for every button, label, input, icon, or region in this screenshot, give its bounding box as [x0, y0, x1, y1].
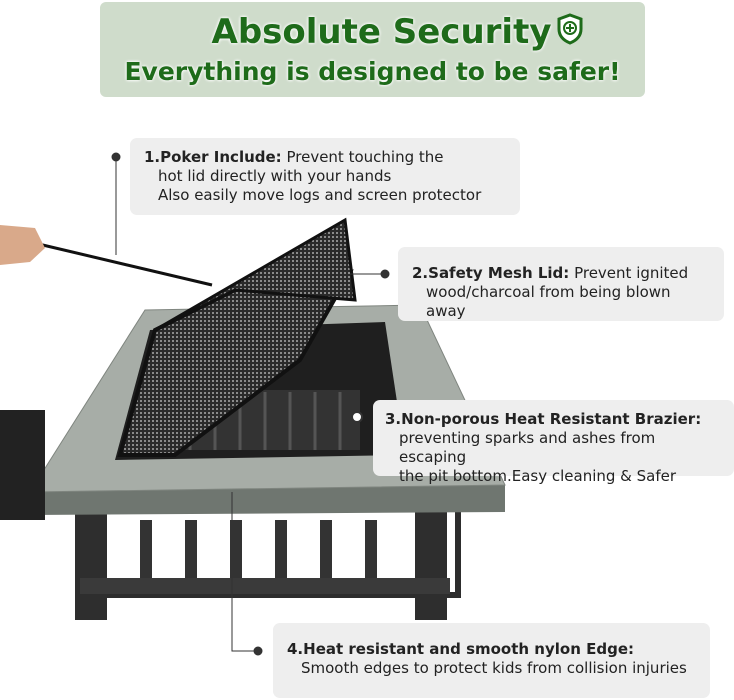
- callout-title: 1.Poker Include:: [144, 148, 282, 166]
- header-subtitle: Everything is designed to be safer!: [124, 57, 621, 86]
- poker: [0, 225, 213, 520]
- title-text: Absolute Security: [211, 12, 552, 52]
- callout-text: Also easily move logs and screen protect…: [158, 186, 482, 204]
- header-title: Absolute Security: [100, 12, 645, 54]
- callout-text: Prevent touching the: [286, 148, 444, 166]
- mesh-lid: [117, 217, 357, 457]
- callout-text: Prevent ignited: [574, 264, 689, 282]
- frame-legs: [75, 502, 461, 620]
- callout-text: preventing sparks and ashes from escapin…: [399, 429, 656, 466]
- callout-text: wood/charcoal from being blown away: [426, 283, 671, 320]
- callout-title: 4.Heat resistant and smooth nylon Edge:: [287, 640, 635, 658]
- callout-poker: 1.Poker Include: Prevent touching the ho…: [130, 138, 520, 215]
- callout-title: 2.Safety Mesh Lid:: [412, 264, 570, 282]
- callout-title: 3.Non-porous Heat Resistant Brazier:: [385, 410, 702, 428]
- shield-plus-icon: [556, 13, 584, 54]
- callout-connectors: [111, 152, 390, 656]
- callout-text: hot lid directly with your hands: [158, 167, 392, 185]
- callout-text: Smooth edges to protect kids from collis…: [301, 659, 687, 677]
- callout-text: the pit bottom.Easy cleaning & Safer: [399, 467, 677, 485]
- callout-brazier: 3.Non-porous Heat Resistant Brazier: pre…: [373, 400, 734, 485]
- header-banner: Absolute Security Everything is designed…: [100, 2, 645, 97]
- callout-nylon-edge: 4.Heat resistant and smooth nylon Edge: …: [273, 623, 710, 698]
- callout-mesh-lid: 2.Safety Mesh Lid: Prevent ignited wood/…: [398, 247, 724, 321]
